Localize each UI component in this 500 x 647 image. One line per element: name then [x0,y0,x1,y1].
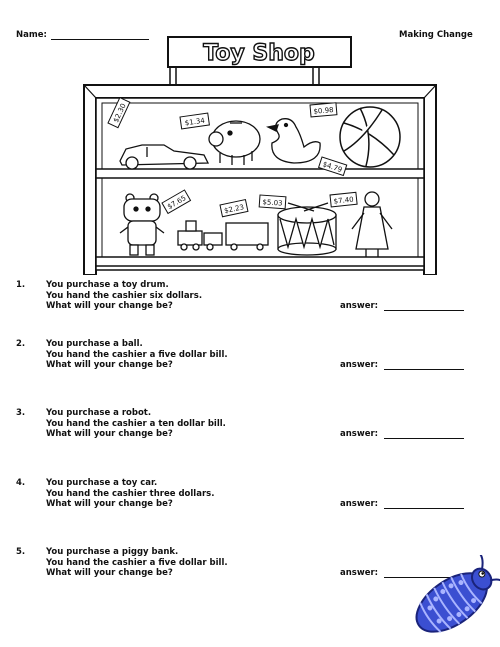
question-text: You purchase a robot. You hand the cashi… [46,408,226,439]
price-tag: $2.23 [219,199,249,218]
svg-text:$0.98: $0.98 [313,106,334,116]
piggy-bank-icon [208,120,261,165]
name-blank[interactable] [50,31,149,40]
answer-label: answer: [340,360,379,370]
price-tag: $0.98 [309,102,338,118]
answer-label: answer: [340,499,379,509]
question-number: 4. [16,478,26,488]
svg-text:$2.23: $2.23 [224,203,245,215]
answer-blank[interactable] [384,430,465,439]
answer-label: answer: [340,301,379,311]
question-text: You purchase a ball. You hand the cashie… [46,339,228,370]
question-number: 2. [16,339,26,349]
toy-shop-illustration: Toy Shop [83,36,437,275]
question-text: You purchase a toy drum. You hand the ca… [46,280,203,311]
worksheet-title: Making Change [399,30,473,40]
answer-blank[interactable] [384,569,465,578]
toy-duck-icon [266,118,321,164]
answer-label: answer: [340,429,379,439]
question-number: 1. [16,280,26,290]
robot-icon [119,193,165,256]
price-tag: $1.34 [179,112,210,130]
answer-label: answer: [340,568,379,578]
beach-ball-icon [339,106,401,168]
answer-field[interactable]: answer: [340,499,465,509]
bottom-shelf [95,256,425,267]
name-field: Name: [16,30,149,40]
svg-text:$1.34: $1.34 [184,117,205,128]
toy-car-icon [119,144,210,170]
pill-bug-icon [415,555,500,633]
svg-text:$5.03: $5.03 [262,198,283,207]
top-shelf [95,168,425,179]
toy-drum-icon [277,202,337,256]
question-text: You purchase a toy car. You hand the cas… [46,478,215,509]
answer-field[interactable]: answer: [340,360,465,370]
price-tag: $5.03 [258,194,287,210]
answer-field[interactable]: answer: [340,568,465,578]
answer-field[interactable]: answer: [340,301,465,311]
toy-train-icon [177,220,269,251]
answer-blank[interactable] [384,302,465,311]
name-label: Name: [16,30,47,40]
svg-text:$7.40: $7.40 [333,196,354,206]
question-text: You purchase a piggy bank. You hand the … [46,547,228,578]
answer-blank[interactable] [384,500,465,509]
price-tag: $7.40 [329,191,358,208]
answer-field[interactable]: answer: [340,429,465,439]
sign-title: Toy Shop [203,41,315,66]
question-number: 3. [16,408,26,418]
sign-board [167,36,352,68]
answer-blank[interactable] [384,361,465,370]
doll-icon [351,191,393,257]
question-number: 5. [16,547,26,557]
price-tag: $4.79 [317,156,348,177]
